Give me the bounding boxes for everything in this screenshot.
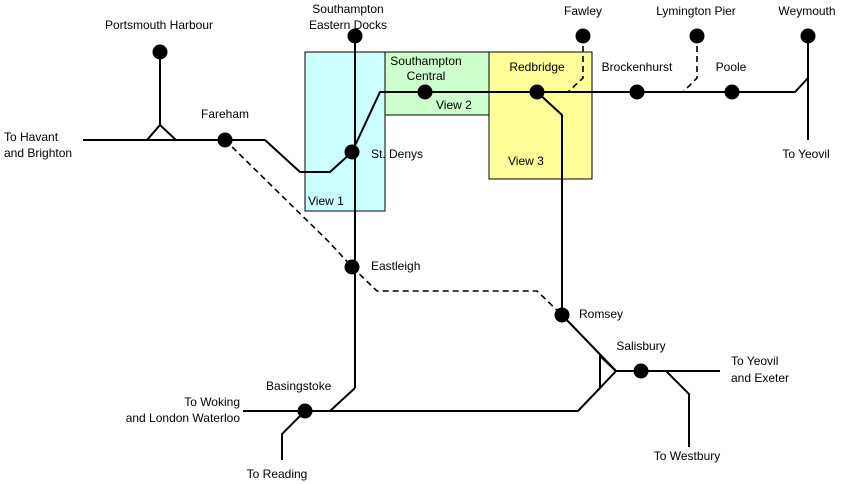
label-to-havant-line1: To Havant xyxy=(4,130,59,144)
label-eastern-docks-line2: Eastern Docks xyxy=(309,18,387,32)
label-fareham: Fareham xyxy=(201,107,249,121)
station-portsmouth-harbour xyxy=(152,44,168,60)
label-poole: Poole xyxy=(716,60,747,74)
stations xyxy=(152,28,816,419)
label-redbridge: Redbridge xyxy=(509,60,565,74)
label-eastleigh: Eastleigh xyxy=(371,259,420,273)
label-to-yeovil-exeter-line1: To Yeovil xyxy=(731,354,778,368)
station-romsey xyxy=(554,307,570,323)
label-st-denys: St. Denys xyxy=(371,147,423,161)
label-to-reading: To Reading xyxy=(247,467,308,481)
label-fawley: Fawley xyxy=(564,4,602,18)
station-salisbury xyxy=(633,363,649,379)
label-to-westbury: To Westbury xyxy=(654,449,720,463)
label-portsmouth-harbour: Portsmouth Harbour xyxy=(105,18,213,32)
label-to-woking-line1: To Woking xyxy=(184,395,240,409)
label-lymington-pier: Lymington Pier xyxy=(656,4,736,18)
station-poole xyxy=(724,84,740,100)
station-fareham xyxy=(217,132,233,148)
station-basingstoke xyxy=(297,403,313,419)
view-3-box xyxy=(488,51,593,180)
label-eastern-docks-line1: Southampton xyxy=(312,2,383,16)
label-salisbury: Salisbury xyxy=(616,339,665,353)
label-brockenhurst: Brockenhurst xyxy=(602,60,673,74)
station-southampton-central xyxy=(417,84,433,100)
view-2-box xyxy=(384,51,490,116)
station-fawley xyxy=(575,28,591,44)
label-basingstoke: Basingstoke xyxy=(266,379,332,393)
station-eastleigh xyxy=(344,259,360,275)
view-3-label: View 3 xyxy=(508,154,544,168)
label-weymouth: Weymouth xyxy=(778,4,835,18)
dashed-lines xyxy=(224,36,698,316)
label-southampton-central-line1: Southampton xyxy=(390,54,461,68)
label-to-havant-line2: and Brighton xyxy=(4,146,72,160)
view-2-label: View 2 xyxy=(436,98,472,112)
station-st-denys xyxy=(344,144,360,160)
label-southampton-central-line2: Central xyxy=(407,69,446,83)
station-redbridge xyxy=(529,84,545,100)
view-1-label: View 1 xyxy=(308,194,344,208)
track-lines xyxy=(83,36,809,460)
label-romsey: Romsey xyxy=(579,307,623,321)
station-brockenhurst xyxy=(629,84,645,100)
station-eastern-docks xyxy=(347,28,363,44)
station-lymington-pier xyxy=(689,28,705,44)
station-labels: Portsmouth Harbour Southampton Eastern D… xyxy=(105,2,836,393)
label-to-yeovil: To Yeovil xyxy=(782,147,829,161)
destination-labels: To Havant and Brighton To Yeovil To Yeov… xyxy=(4,130,830,481)
label-to-woking-line2: and London Waterloo xyxy=(126,411,241,425)
label-to-yeovil-exeter-line2: and Exeter xyxy=(731,371,789,385)
view-1-box xyxy=(304,51,386,212)
station-weymouth xyxy=(800,28,816,44)
